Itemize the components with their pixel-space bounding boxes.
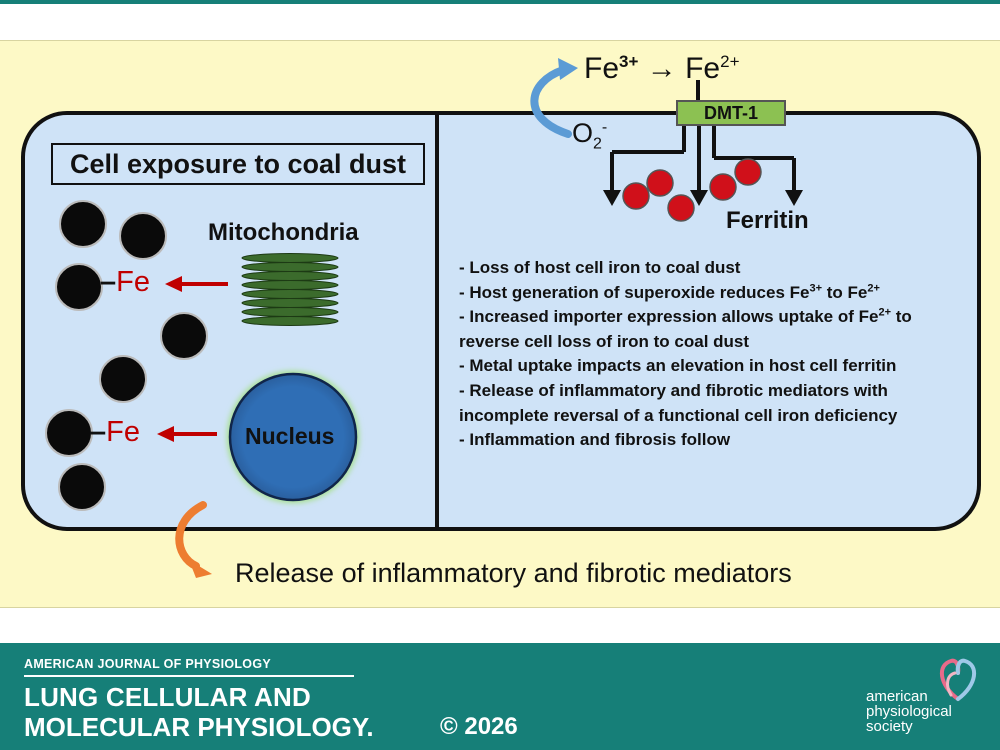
ferritin-label: Ferritin <box>726 207 809 234</box>
bullet-line: - Host generation of superoxide reduces … <box>459 281 880 302</box>
ferritin-particle <box>646 169 674 197</box>
iron-loss-arrow-mitochondria <box>165 276 228 292</box>
coal-particle <box>58 463 106 511</box>
release-mediators-label: Release of inflammatory and fibrotic med… <box>235 558 792 588</box>
top-accent-bar <box>0 0 1000 4</box>
coal-particle <box>45 409 93 457</box>
dmt1-transporter: DMT-1 <box>676 100 786 126</box>
superoxide-label: O2- <box>572 118 608 153</box>
ferritin-particle <box>667 194 695 222</box>
superoxide-cycle-arrow-icon <box>530 58 578 138</box>
journal-name-line2: MOLECULAR PHYSIOLOGY. <box>24 712 374 742</box>
journal-footer: AMERICAN JOURNAL OF PHYSIOLOGY LUNG CELL… <box>0 643 1000 750</box>
release-arrow-icon <box>175 501 212 578</box>
bullet-line: reverse cell loss of iron to coal dust <box>459 331 750 351</box>
mitochondria-label: Mitochondria <box>208 219 359 246</box>
coal-particle <box>160 312 208 360</box>
nucleus-icon <box>227 371 359 503</box>
ferritin-particle <box>734 158 762 186</box>
diagram-title: Cell exposure to coal dust <box>51 143 425 185</box>
coal-particle <box>99 355 147 403</box>
dmt1-arrowheads <box>603 190 803 206</box>
society-name: american physiological society <box>866 688 952 735</box>
nucleus-label: Nucleus <box>245 423 335 449</box>
ferritin-particle <box>622 182 650 210</box>
ferritin-particle <box>709 173 737 201</box>
bullet-line: incomplete reversal of a functional cell… <box>459 405 898 425</box>
dmt1-import-arrows <box>610 80 796 192</box>
iron-loss-arrow-nucleus <box>157 426 217 442</box>
bullet-line: - Metal uptake impacts an elevation in h… <box>459 356 897 376</box>
iron-reduction-equation: Fe3+ → Fe2+ <box>584 52 740 85</box>
journal-name-line1: LUNG CELLULAR AND <box>24 682 311 712</box>
mechanism-bullet-list: - Loss of host cell iron to coal dust - H… <box>459 256 969 453</box>
bullet-line: - Increased importer expression allows u… <box>459 306 912 327</box>
footer-divider <box>24 675 354 677</box>
mitochondria-icon <box>241 253 339 326</box>
bullet-line: - Inflammation and fibrosis follow <box>459 430 731 450</box>
cell-divider <box>435 113 439 529</box>
coal-particle <box>119 212 167 260</box>
aps-logo-icon <box>940 658 976 701</box>
ferritin-particles <box>622 158 762 222</box>
journal-publisher-label: AMERICAN JOURNAL OF PHYSIOLOGY <box>24 657 271 671</box>
particle-iron-label-upper: –Fe <box>100 266 150 298</box>
copyright-label: © 2026 <box>440 713 518 740</box>
coal-dust-particles <box>45 200 208 511</box>
particle-iron-label-lower: –Fe <box>90 416 140 448</box>
coal-particle <box>59 200 107 248</box>
coal-particle <box>55 263 103 311</box>
bullet-line: - Release of inflammatory and fibrotic m… <box>459 380 888 400</box>
bullet-line: - Loss of host cell iron to coal dust <box>459 258 741 277</box>
